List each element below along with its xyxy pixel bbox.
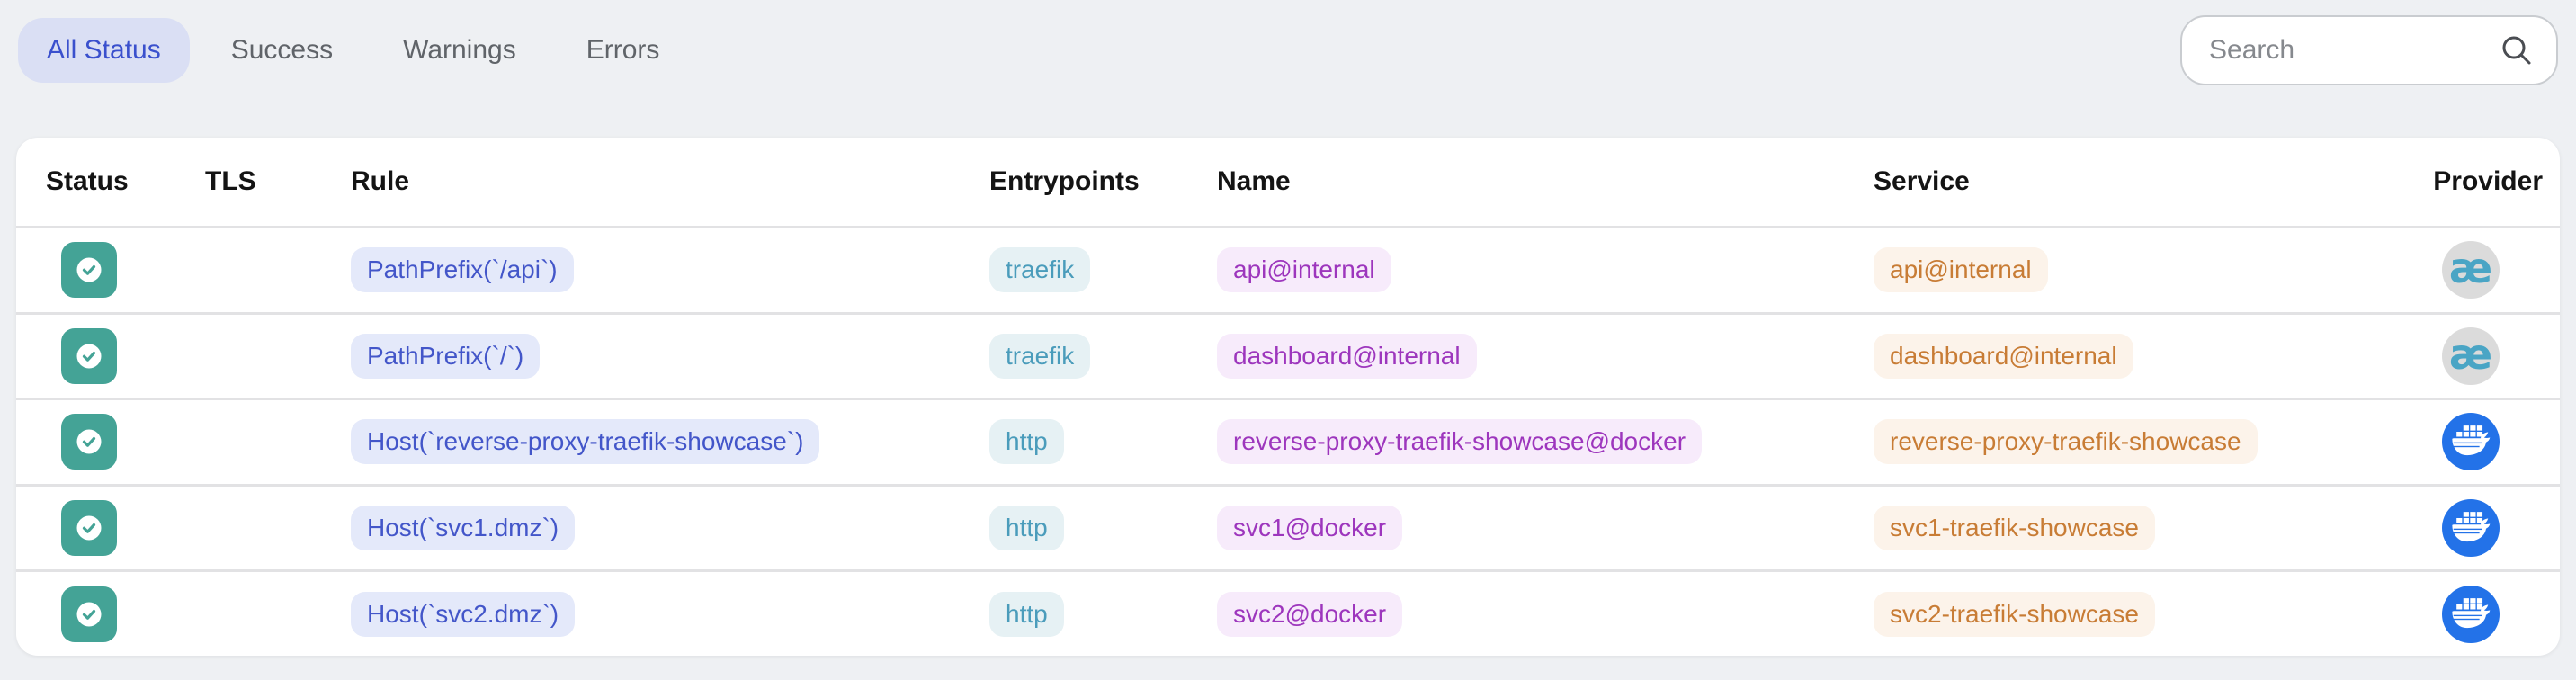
routers-table-card: Status TLS Rule Entrypoints Name Service…	[16, 138, 2560, 656]
check-icon	[76, 257, 102, 282]
status-cell	[46, 242, 205, 299]
name-pill: api@internal	[1217, 247, 1391, 293]
rule-pill: PathPrefix(`/api`)	[351, 247, 574, 293]
name-pill: svc1@docker	[1217, 506, 1403, 551]
rule-pill: Host(`svc2.dmz`)	[351, 591, 576, 637]
entrypoint-pill: traefik	[989, 333, 1091, 379]
service-pill: api@internal	[1874, 247, 2048, 293]
entrypoint-pill: traefik	[989, 247, 1091, 293]
name-cell: svc2@docker	[1217, 591, 1874, 637]
rule-cell: Host(`svc1.dmz`)	[351, 506, 989, 551]
name-pill: dashboard@internal	[1217, 333, 1477, 379]
status-cell	[46, 327, 205, 384]
status-success-badge	[61, 500, 117, 557]
entrypoints-cell: http	[989, 419, 1217, 465]
service-cell: svc2-traefik-showcase	[1874, 591, 2421, 637]
service-cell: api@internal	[1874, 247, 2421, 293]
service-cell: reverse-proxy-traefik-showcase	[1874, 419, 2421, 465]
tab-warnings[interactable]: Warnings	[403, 35, 516, 65]
status-success-badge	[61, 327, 117, 384]
rule-cell: PathPrefix(`/`)	[351, 333, 989, 379]
docker-provider-icon	[2442, 499, 2500, 558]
check-icon	[76, 515, 102, 541]
name-cell: svc1@docker	[1217, 506, 1874, 551]
entrypoint-pill: http	[989, 419, 1064, 465]
col-header-service: Service	[1874, 166, 1970, 196]
service-pill: reverse-proxy-traefik-showcase	[1874, 419, 2258, 465]
col-header-status: Status	[46, 166, 129, 196]
provider-cell: æ	[2421, 499, 2560, 558]
table-row[interactable]: PathPrefix(`/api`) traefik api@internal …	[16, 226, 2560, 312]
rule-pill: Host(`svc1.dmz`)	[351, 506, 576, 551]
status-success-badge	[61, 586, 117, 642]
table-row[interactable]: Host(`svc1.dmz`) http svc1@docker svc1-t…	[16, 483, 2560, 570]
top-bar: All Status Success Warnings Errors	[18, 13, 2558, 88]
col-header-name: Name	[1217, 166, 1291, 196]
col-header-entrypoints: Entrypoints	[989, 166, 1140, 196]
entrypoints-cell: traefik	[989, 333, 1217, 379]
entrypoints-cell: traefik	[989, 247, 1217, 293]
rule-cell: Host(`svc2.dmz`)	[351, 591, 989, 637]
tab-errors[interactable]: Errors	[586, 35, 660, 65]
entrypoint-pill: http	[989, 591, 1064, 637]
search-icon[interactable]	[2499, 32, 2535, 68]
col-header-rule: Rule	[351, 166, 410, 196]
provider-cell: æ	[2421, 585, 2560, 643]
rule-cell: Host(`reverse-proxy-traefik-showcase`)	[351, 419, 989, 465]
col-header-tls: TLS	[205, 166, 256, 196]
traefik-provider-icon: æ	[2442, 241, 2500, 300]
entrypoint-pill: http	[989, 506, 1064, 551]
status-success-badge	[61, 242, 117, 299]
col-header-provider: Provider	[2433, 166, 2543, 196]
check-icon	[76, 602, 102, 627]
name-pill: svc2@docker	[1217, 591, 1403, 637]
name-cell: dashboard@internal	[1217, 333, 1874, 379]
name-cell: api@internal	[1217, 247, 1874, 293]
service-pill: svc2-traefik-showcase	[1874, 591, 2155, 637]
check-icon	[76, 429, 102, 454]
rule-pill: Host(`reverse-proxy-traefik-showcase`)	[351, 419, 820, 465]
check-icon	[76, 344, 102, 369]
traefik-provider-icon: æ	[2442, 327, 2500, 385]
rule-cell: PathPrefix(`/api`)	[351, 247, 989, 293]
status-cell	[46, 414, 205, 470]
table-row[interactable]: Host(`svc2.dmz`) http svc2@docker svc2-t…	[16, 569, 2560, 656]
entrypoints-cell: http	[989, 591, 1217, 637]
name-pill: reverse-proxy-traefik-showcase@docker	[1217, 419, 1703, 465]
table-body: PathPrefix(`/api`) traefik api@internal …	[16, 226, 2560, 656]
search-box[interactable]	[2180, 15, 2558, 85]
tab-success[interactable]: Success	[230, 35, 334, 65]
service-pill: svc1-traefik-showcase	[1874, 506, 2155, 551]
status-cell	[46, 500, 205, 557]
provider-cell: æ	[2421, 241, 2560, 300]
table-header-row: Status TLS Rule Entrypoints Name Service…	[16, 138, 2560, 226]
table-row[interactable]: Host(`reverse-proxy-traefik-showcase`) h…	[16, 398, 2560, 484]
entrypoints-cell: http	[989, 506, 1217, 551]
rule-pill: PathPrefix(`/`)	[351, 333, 541, 379]
name-cell: reverse-proxy-traefik-showcase@docker	[1217, 419, 1874, 465]
search-input[interactable]	[2209, 35, 2499, 66]
status-success-badge	[61, 414, 117, 470]
service-pill: dashboard@internal	[1874, 333, 2133, 379]
provider-cell: æ	[2421, 327, 2560, 385]
status-filter-tabs: All Status Success Warnings Errors	[18, 18, 688, 83]
provider-cell: æ	[2421, 413, 2560, 471]
service-cell: svc1-traefik-showcase	[1874, 506, 2421, 551]
docker-provider-icon	[2442, 585, 2500, 643]
tab-all-status[interactable]: All Status	[18, 18, 190, 83]
status-cell	[46, 586, 205, 642]
service-cell: dashboard@internal	[1874, 333, 2421, 379]
table-row[interactable]: PathPrefix(`/`) traefik dashboard@intern…	[16, 311, 2560, 398]
docker-provider-icon	[2442, 413, 2500, 471]
